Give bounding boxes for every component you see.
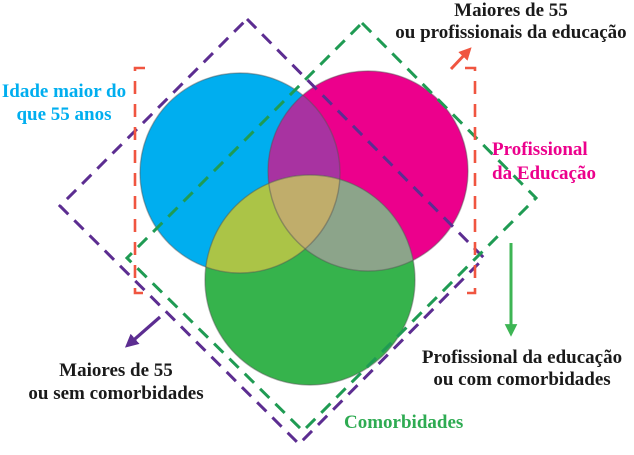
purple-arrow	[124, 315, 162, 348]
overlap-age-comorbidities	[205, 175, 340, 273]
label-line: Comorbidades	[344, 412, 464, 433]
red-arrow	[449, 47, 472, 71]
red-bracket-left	[133, 66, 145, 295]
label-line: Profissional da educação	[421, 347, 623, 368]
green-dashed-frame	[124, 20, 539, 434]
label-line: Maiores de 55	[59, 360, 173, 381]
label-union-55-or-education: Maiores de 55 ou profissionais da educaç…	[388, 0, 634, 44]
label-line: Idade maior do	[1, 81, 127, 102]
label-line: ou sem comorbidades	[28, 383, 204, 404]
label-line: Maiores de 55	[454, 0, 568, 21]
label-set-comorbidities: Comorbidades	[344, 412, 463, 434]
label-line: ou com comorbidades	[433, 369, 611, 390]
red-bracket-right	[465, 66, 477, 295]
label-line: Profissional	[492, 139, 588, 160]
red-dashed-bracket	[133, 66, 477, 295]
purple-dashed-frame	[57, 16, 487, 447]
label-set-education: Profissional da Educação	[492, 138, 596, 186]
label-line: que 55 anos	[16, 104, 112, 125]
label-set-age: Idade maior do que 55 anos	[0, 80, 131, 126]
label-line: ou profissionais da educação	[395, 22, 627, 43]
label-union-education-or-comorbidities: Profissional da educação ou com comorbid…	[408, 347, 634, 391]
circle-outlines	[139, 70, 469, 386]
label-union-55-or-no-comorbidities: Maiores de 55 ou sem comorbidades	[13, 359, 219, 405]
label-line: da Educação	[492, 163, 596, 184]
overlap-education-comorbidities	[268, 175, 415, 271]
